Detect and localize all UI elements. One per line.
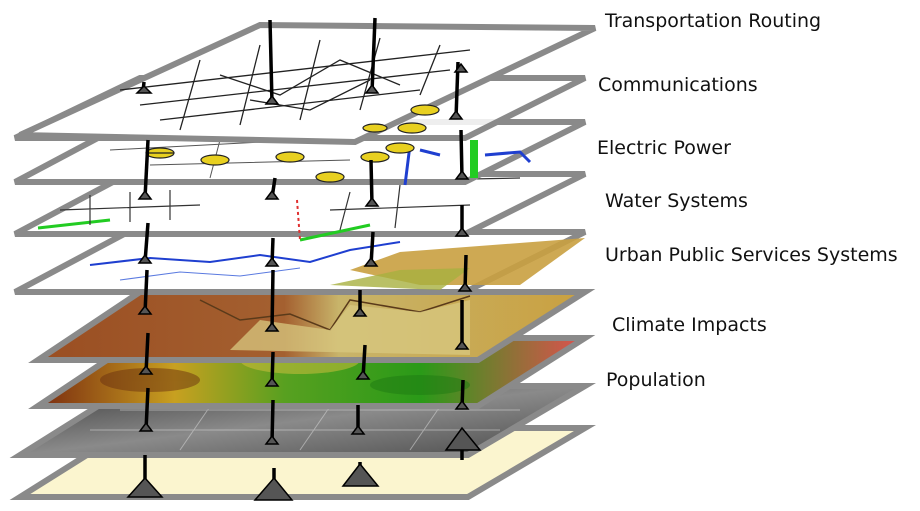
power-symbol — [385, 142, 415, 154]
label-communications: Communications — [598, 74, 758, 96]
layer-transportation — [18, 21, 597, 146]
cone-marker — [264, 256, 280, 267]
cone-marker — [448, 109, 464, 120]
power-symbol — [360, 151, 390, 163]
label-water-systems: Water Systems — [605, 190, 748, 212]
cone-marker — [264, 321, 280, 332]
cone-marker — [453, 62, 469, 73]
urban-shaded-area-green — [330, 268, 470, 290]
layer-climate — [28, 289, 596, 363]
cone-marker-large — [126, 476, 164, 498]
cone-marker — [352, 306, 368, 317]
power-symbol — [275, 151, 305, 163]
label-climate-impacts: Climate Impacts — [612, 314, 767, 336]
cone-marker — [363, 256, 379, 267]
label-electric-power: Electric Power — [597, 137, 731, 159]
cone-marker — [355, 369, 371, 380]
label-urban-public-services: Urban Public Services Systems — [605, 244, 898, 266]
electric-green-feature — [470, 140, 478, 178]
power-symbol — [200, 154, 230, 166]
power-symbol — [362, 123, 388, 133]
cone-marker — [137, 304, 153, 315]
cone-markers — [126, 62, 482, 501]
cone-marker — [364, 196, 380, 207]
water-red-dotted-line — [296, 199, 301, 241]
cone-marker — [135, 84, 153, 94]
label-transportation-routing: Transportation Routing — [605, 10, 822, 32]
cone-marker — [138, 421, 154, 432]
power-symbols — [145, 104, 440, 183]
cone-marker — [454, 169, 470, 180]
layer-water — [13, 171, 587, 242]
cone-marker — [138, 364, 154, 375]
layer-urban — [13, 229, 587, 295]
layer-transportation-plane — [18, 21, 597, 146]
cone-marker — [454, 226, 470, 237]
cone-marker — [264, 189, 280, 200]
urban-water-network — [89, 241, 401, 266]
climate-region-light — [230, 300, 470, 355]
power-symbol — [315, 171, 345, 183]
cone-marker — [454, 399, 470, 410]
water-green-line-left — [37, 218, 111, 230]
cone-marker-large — [341, 462, 380, 487]
label-population: Population — [606, 369, 706, 391]
cone-marker — [264, 376, 280, 387]
cone-marker — [137, 253, 153, 264]
cone-marker — [264, 94, 280, 105]
cone-marker — [457, 281, 473, 292]
cone-marker-large — [253, 476, 294, 501]
cone-marker — [264, 434, 280, 445]
cone-marker — [137, 189, 153, 200]
water-green-line-right — [299, 223, 371, 242]
cone-marker — [350, 424, 366, 435]
power-symbol — [410, 104, 440, 116]
urban-water-branch — [119, 267, 301, 281]
layer-water-plane — [13, 171, 587, 237]
cone-marker — [454, 339, 470, 350]
cone-marker-large — [444, 426, 482, 451]
power-symbol — [397, 122, 427, 134]
power-symbol — [145, 147, 175, 159]
cone-marker — [364, 83, 380, 94]
